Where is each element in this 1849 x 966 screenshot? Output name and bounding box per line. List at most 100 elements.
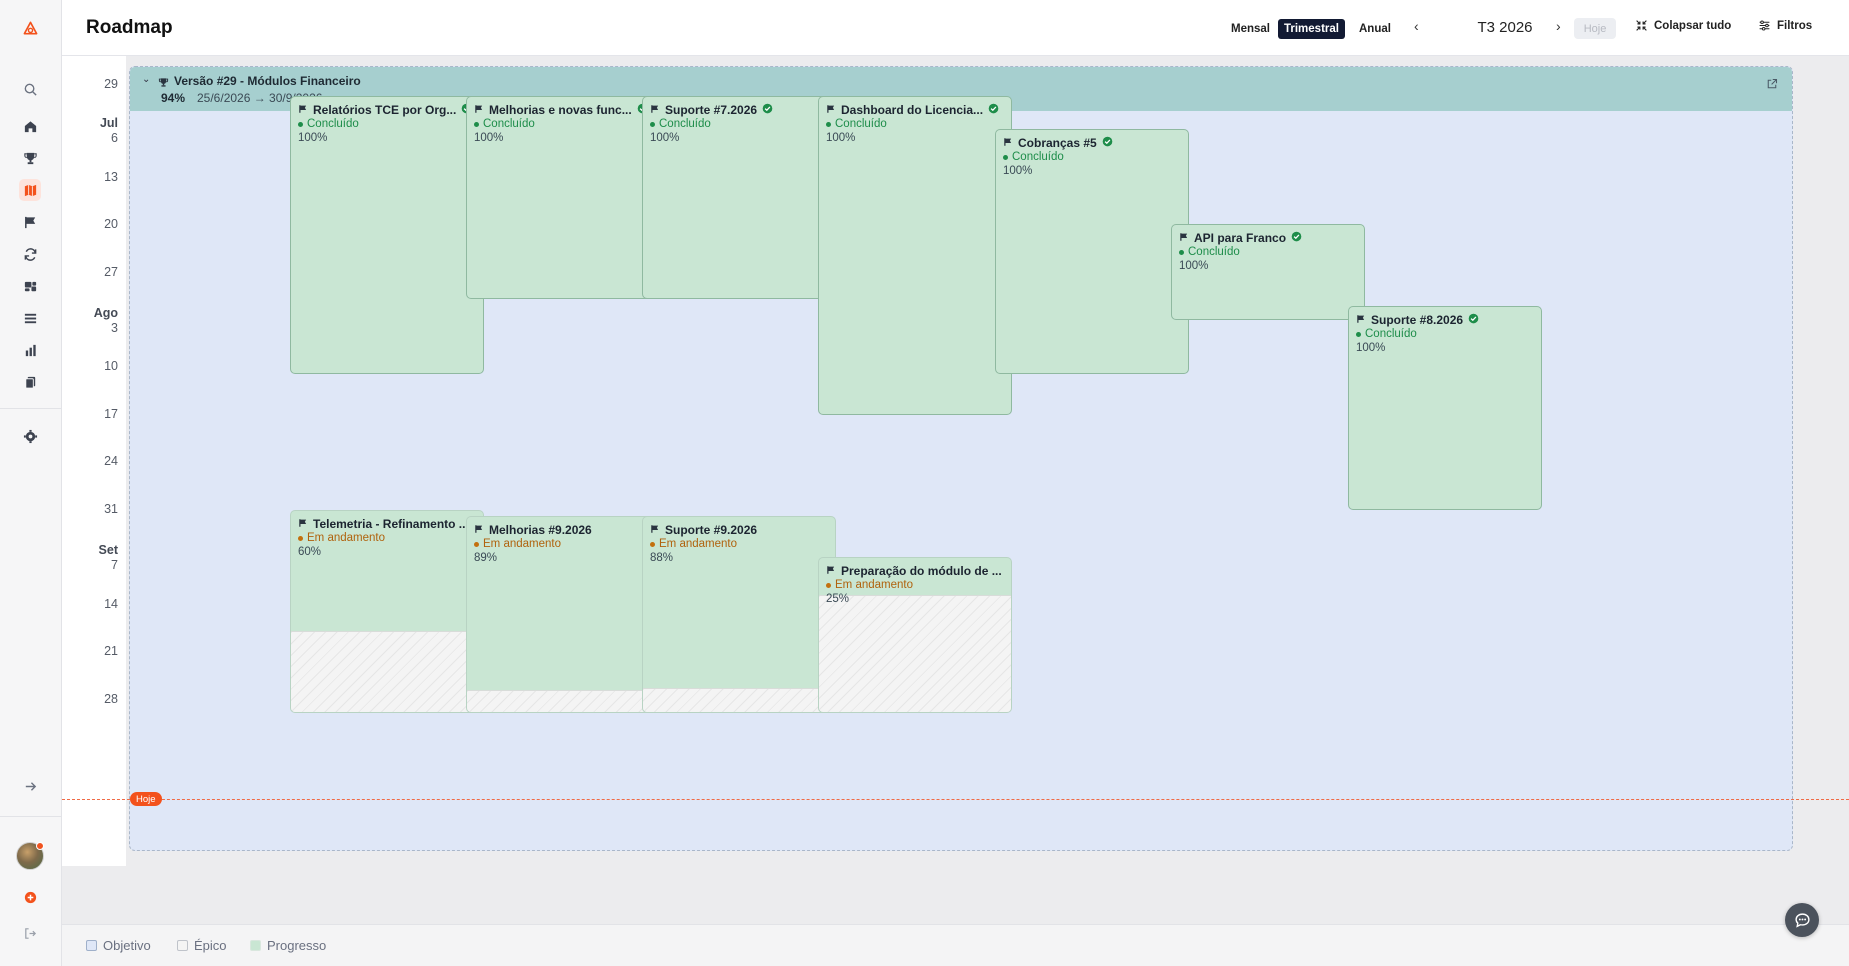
axis-day-label: 24: [104, 454, 118, 468]
arrow-right-icon[interactable]: [19, 775, 41, 797]
epic-title: Melhorias #9.2026: [489, 523, 592, 537]
axis-day-label: 7: [111, 558, 118, 572]
refresh-icon[interactable]: [19, 243, 41, 265]
epic-status: Concluído: [1356, 328, 1417, 340]
view-annual-button[interactable]: Anual: [1359, 23, 1391, 35]
plus-icon[interactable]: [19, 886, 41, 908]
status-dot: [474, 121, 479, 127]
epic-title: Suporte #8.2026: [1371, 313, 1464, 327]
axis-tick: 27: [104, 265, 118, 280]
epic-title: API para Franco: [1194, 231, 1287, 245]
epic-title: Suporte #7.2026: [665, 103, 758, 117]
epic-title-row: Suporte #7.2026: [650, 103, 827, 117]
today-button[interactable]: Hoje: [1574, 18, 1616, 39]
bar-chart-icon[interactable]: [19, 339, 41, 361]
status-dot: [1003, 154, 1008, 160]
sidebar-divider: [0, 816, 62, 817]
home-icon[interactable]: [19, 115, 41, 137]
epic-percent: 89%: [474, 552, 498, 564]
axis-tick: 28: [104, 692, 118, 707]
external-link-icon[interactable]: [1766, 77, 1778, 95]
logout-icon[interactable]: [19, 922, 41, 944]
epic-status: Em andamento: [826, 579, 913, 591]
status-dot: [826, 121, 831, 127]
epic-title: Cobranças #5: [1018, 136, 1097, 150]
epic-status-label: Concluído: [1188, 246, 1240, 258]
epic-percent: 100%: [474, 132, 504, 144]
axis-day-label: 28: [104, 692, 118, 706]
trophy-icon[interactable]: [19, 147, 41, 169]
axis-day-label: 21: [104, 644, 118, 658]
flag-icon[interactable]: [19, 211, 41, 233]
search-icon[interactable]: [19, 78, 41, 100]
legend-progress-label: Progresso: [267, 938, 327, 953]
epic-title-row: Relatórios TCE por Org...: [298, 103, 475, 117]
status-dot: [826, 582, 831, 588]
docs-icon[interactable]: [19, 371, 41, 393]
flag-icon: [298, 517, 308, 531]
epic-title-row: Suporte #8.2026: [1356, 313, 1533, 327]
list-icon[interactable]: [19, 307, 41, 329]
collapse-all-button[interactable]: Colapsar tudo: [1635, 19, 1731, 32]
trophy-icon: [158, 75, 169, 93]
epic-title-row: Telemetria - Refinamento ...: [298, 517, 475, 531]
gear-icon[interactable]: [19, 425, 41, 447]
epic-title: Suporte #9.2026: [665, 523, 758, 537]
filters-button[interactable]: Filtros: [1758, 19, 1812, 32]
sidebar: [0, 0, 62, 966]
axis-tick: 14: [104, 597, 118, 612]
epic-percent: 60%: [298, 546, 322, 558]
axis-tick: 20: [104, 217, 118, 232]
axis-month-label: Jul: [99, 116, 118, 130]
epic-percent: 25%: [826, 593, 850, 605]
epic-status-label: Em andamento: [483, 538, 561, 550]
flag-icon: [1179, 231, 1189, 245]
check-circle-icon: [762, 103, 773, 117]
axis-month-label: Ago: [93, 306, 118, 320]
previous-period-button[interactable]: ‹: [1414, 18, 1419, 34]
next-period-button[interactable]: ›: [1556, 18, 1561, 34]
today-marker: Hoje: [130, 792, 162, 806]
status-dot: [298, 121, 303, 127]
sidebar-divider: [0, 408, 62, 409]
epic-status-label: Concluído: [1365, 328, 1417, 340]
epic-status-label: Concluído: [835, 118, 887, 130]
check-circle-icon: [1102, 136, 1113, 150]
legend-epic-label: Épico: [194, 938, 227, 953]
view-monthly-button[interactable]: Mensal: [1231, 23, 1270, 35]
view-quarterly-button[interactable]: Trimestral: [1278, 19, 1345, 39]
status-dot: [298, 535, 303, 541]
axis-day-label: 10: [104, 359, 118, 373]
filter-icon: [1759, 20, 1770, 31]
epic-percent: 100%: [1003, 165, 1033, 177]
axis-day-label: 14: [104, 597, 118, 611]
check-circle-icon: [1291, 231, 1302, 245]
app-logo-icon[interactable]: [19, 17, 41, 39]
epic-status: Em andamento: [650, 538, 737, 550]
flag-icon: [1356, 313, 1366, 327]
epic-status-label: Em andamento: [659, 538, 737, 550]
layout-icon[interactable]: [19, 275, 41, 297]
epic-status: Concluído: [650, 118, 711, 130]
check-circle-icon: [988, 103, 999, 117]
chevron-down-icon[interactable]: ⌄: [142, 74, 151, 85]
version-title: Versão #29 - Módulos Financeiro: [174, 74, 361, 88]
epic-status-label: Concluído: [659, 118, 711, 130]
axis-day-label: 27: [104, 265, 118, 279]
chat-button[interactable]: [1785, 903, 1819, 937]
axis-day-label: 3: [111, 321, 118, 335]
epic-card[interactable]: Telemetria - Refinamento ...Em andamento…: [290, 510, 484, 713]
avatar[interactable]: [16, 842, 44, 870]
map-icon[interactable]: [19, 179, 41, 201]
